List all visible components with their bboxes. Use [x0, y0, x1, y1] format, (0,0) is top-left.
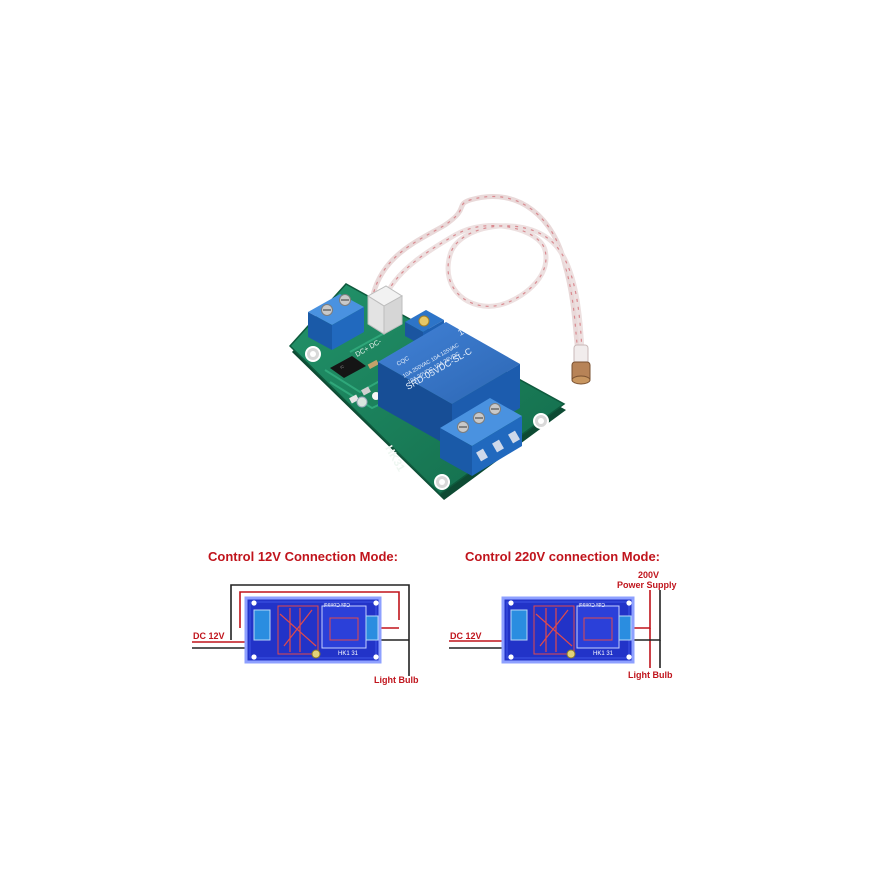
- output-terminal-block: [440, 398, 522, 476]
- diagram-12v-title: Control 12V Connection Mode:: [208, 549, 398, 564]
- diagram-220v-supply-label-2: Power Supply: [617, 580, 677, 590]
- mini-board-label-1: HK1 31: [338, 651, 359, 657]
- diagram-220v-input-label: DC 12V: [450, 631, 482, 641]
- diagram-220v-load-label: Light Bulb: [628, 670, 673, 680]
- diagram-12v-load-label: Light Bulb: [374, 675, 419, 685]
- mini-board-label-2: HK1 31: [593, 651, 614, 657]
- photoresistor-sensor: [571, 344, 591, 385]
- diagram-12v: HK1 31 Cds Control: [192, 584, 410, 676]
- relay-pin-one: 1: [456, 327, 465, 338]
- mini-board-header-2: Cds Control: [579, 601, 605, 607]
- diagram-220v: HK1 31 Cds Control: [449, 590, 661, 668]
- mini-board-header-1: Cds Control: [324, 601, 350, 607]
- sensor-cable: [369, 193, 585, 353]
- diagram-220v-title: Control 220V connection Mode:: [465, 549, 661, 564]
- sensor-connector: [367, 285, 403, 335]
- input-terminal-block: [308, 294, 364, 350]
- diagram-12v-input-label: DC 12V: [193, 631, 225, 641]
- svg-text:IC: IC: [339, 364, 345, 370]
- diagram-220v-supply-label-1: 200V: [638, 570, 660, 580]
